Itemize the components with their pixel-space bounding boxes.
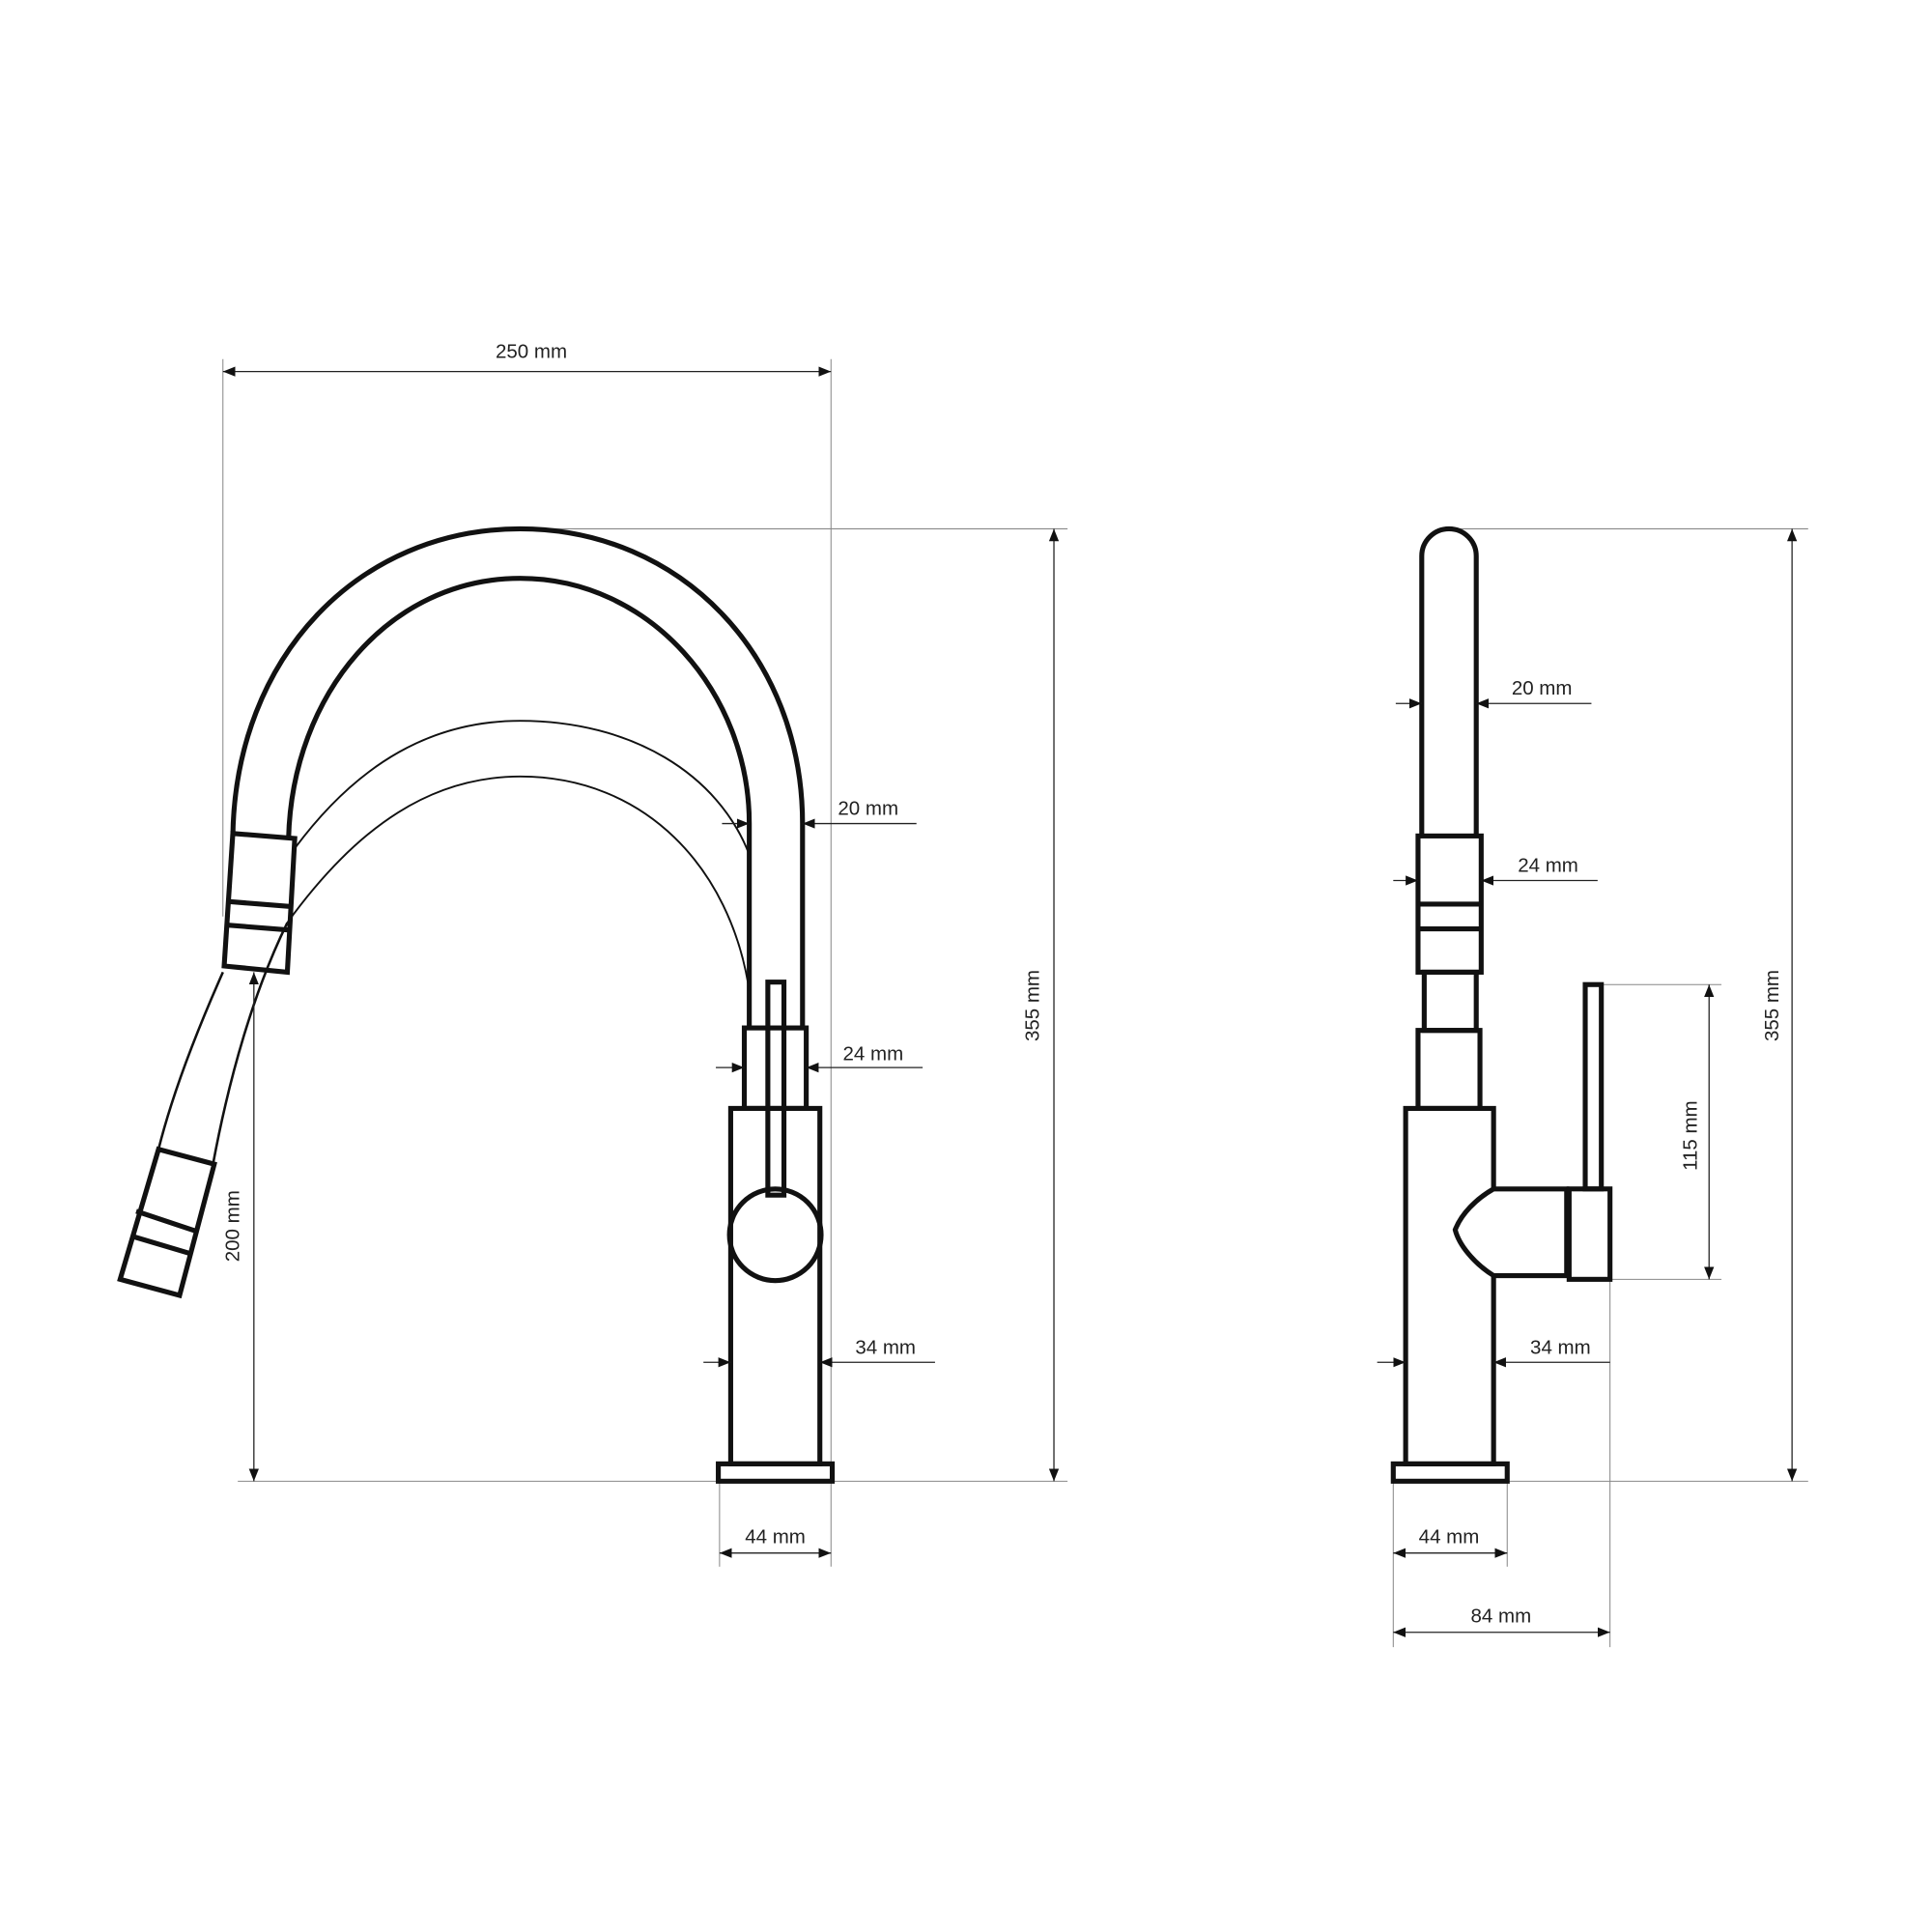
front-extension-lines [222, 358, 1068, 1567]
dim-collar-diameter: 24 mm [716, 1042, 923, 1073]
front-view: 250 mm 355 mm 200 mm 20 mm 24 mm 34 mm 4… [117, 341, 1068, 1567]
dim-side-base-diameter: 44 mm [1393, 1525, 1508, 1558]
dim-label: 355 mm [1761, 970, 1783, 1041]
dim-label: 44 mm [745, 1525, 806, 1548]
spout-arch [230, 526, 806, 1029]
dim-label: 115 mm [1679, 1100, 1701, 1171]
dim-label: 44 mm [1419, 1525, 1480, 1548]
dim-label: 20 mm [838, 798, 898, 820]
dim-height-total: 355 mm [1022, 528, 1060, 1482]
faucet-body-side [1390, 526, 1613, 1484]
dim-label: 24 mm [843, 1042, 904, 1065]
side-view: 355 mm 115 mm 20 mm 24 mm 34 mm 44 mm 84 [1377, 526, 1808, 1648]
dim-side-body-diameter: 34 mm [1377, 1336, 1610, 1368]
dim-depth-total: 84 mm [1393, 1605, 1610, 1637]
dim-side-pipe-diameter: 20 mm [1395, 677, 1592, 709]
dim-label: 34 mm [855, 1336, 916, 1358]
dim-pipe-diameter: 20 mm [722, 798, 917, 829]
dim-side-collar-diameter: 24 mm [1393, 855, 1598, 886]
dim-base-diameter: 44 mm [719, 1525, 832, 1558]
dim-label: 355 mm [1022, 970, 1044, 1041]
faucet-body-front [716, 980, 836, 1484]
dim-label: 84 mm [1471, 1605, 1532, 1627]
dim-body-diameter: 34 mm [703, 1336, 935, 1368]
dim-label: 20 mm [1512, 677, 1573, 699]
dim-label: 34 mm [1530, 1336, 1591, 1358]
dim-lever-height: 115 mm [1679, 984, 1715, 1280]
dim-spout-height: 200 mm [221, 972, 259, 1482]
dim-label: 24 mm [1518, 855, 1578, 877]
dim-label: 250 mm [496, 341, 567, 363]
dim-side-height-total: 355 mm [1761, 528, 1798, 1482]
pull-out-hose [117, 831, 298, 1299]
side-extension-lines [1392, 527, 1808, 1648]
dim-label: 200 mm [221, 1190, 243, 1262]
dim-width-total: 250 mm [222, 341, 832, 377]
